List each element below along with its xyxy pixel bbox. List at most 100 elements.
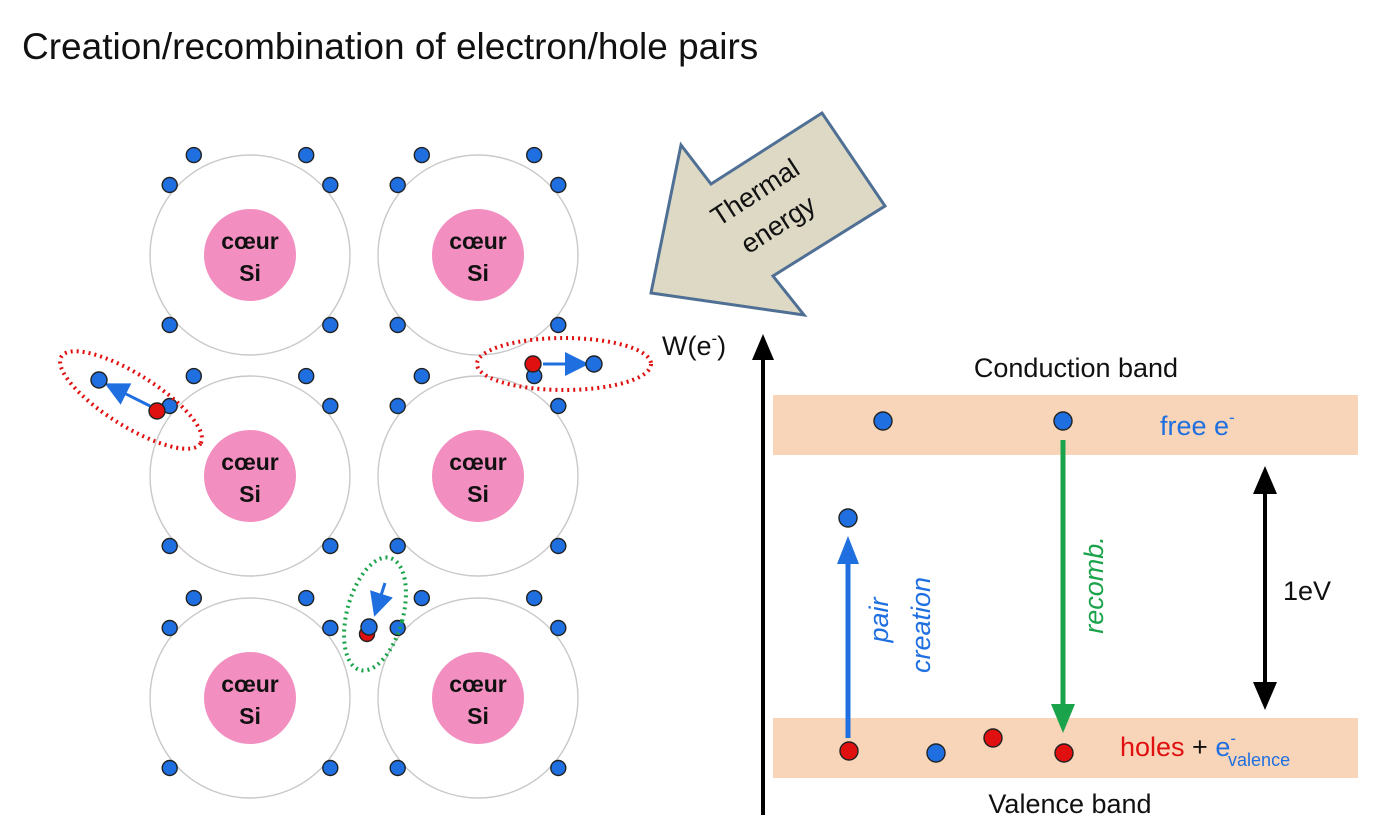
valence-electron (322, 397, 339, 415)
valence-electron (389, 537, 406, 555)
free-electron (585, 355, 603, 373)
core-label-line2: Si (467, 703, 489, 729)
conduction-electron (873, 411, 893, 431)
bond-ring (149, 597, 351, 799)
core-label-line2: Si (239, 260, 261, 286)
valence-electron (550, 537, 567, 555)
thermal-arrow-shape (649, 110, 888, 318)
core-label-line1: cœur (449, 228, 507, 254)
valence-electron (926, 743, 946, 763)
valence-electron (526, 146, 543, 164)
valence-electron (550, 397, 567, 415)
thermal-energy-arrow: Thermal energy (649, 110, 888, 318)
si-core (432, 430, 524, 522)
conduction-band-label: Conduction band (974, 353, 1178, 383)
valence-electron (322, 759, 339, 777)
pair-ellipse-red-left (58, 349, 204, 451)
free-electron-label: free e- (1160, 408, 1235, 441)
valence-electron (161, 759, 178, 777)
bond-ring (149, 154, 351, 356)
si-core (204, 430, 296, 522)
recombination-event (342, 555, 408, 673)
pair-creation-label-line2: creation (906, 577, 936, 673)
valence-electron (185, 146, 203, 164)
pair-event-right (475, 336, 653, 392)
hole (524, 355, 542, 373)
bond-ring (377, 597, 579, 799)
core-label-line2: Si (467, 481, 489, 507)
valence-electron (185, 367, 203, 385)
pair-arrow-left (104, 383, 151, 408)
si-core (432, 209, 524, 301)
recomb-ellipse-green (342, 555, 408, 673)
bond-ring (149, 375, 351, 577)
valence-electron (389, 176, 406, 194)
si-core (204, 652, 296, 744)
pair-event-left (58, 349, 204, 451)
valence-electron (550, 759, 567, 777)
si-core (432, 652, 524, 744)
valence-electron (550, 316, 567, 334)
recombination-label: recomb. (1079, 536, 1109, 634)
gap-label: 1eV (1283, 576, 1331, 606)
valence-electron (389, 759, 406, 777)
lattice-electrons (161, 146, 567, 777)
valence-electron (298, 589, 315, 607)
core-label-line2: Si (239, 703, 261, 729)
core-label-line1: cœur (449, 671, 507, 697)
valence-electron (413, 367, 430, 385)
valence-electron (161, 619, 178, 637)
holes-electrons-label: holes + e-valence (1120, 729, 1290, 770)
valence-electron (161, 316, 178, 334)
valence-hole (839, 741, 859, 761)
recombination-arrowhead (1051, 704, 1075, 733)
recomb-arrow (370, 582, 393, 617)
valence-electron (550, 176, 567, 194)
bond-ring (377, 375, 579, 577)
core-label-line2: Si (239, 481, 261, 507)
valence-electron (550, 619, 567, 637)
valence-electron (322, 537, 339, 555)
energy-axis-label: W(e-) (662, 329, 726, 361)
pair-ellipse-red-right (475, 336, 653, 392)
valence-hole (1054, 743, 1074, 763)
energy-axis-arrowhead (752, 334, 774, 360)
gap-arrowhead-top (1253, 466, 1277, 494)
core-label-line1: cœur (221, 671, 279, 697)
valence-band-label: Valence band (988, 789, 1151, 819)
hole (148, 402, 166, 420)
valence-electron (322, 619, 339, 637)
valence-electron (322, 176, 339, 194)
valence-electron (161, 537, 178, 555)
valence-electron (389, 619, 406, 637)
core-label-line1: cœur (221, 228, 279, 254)
core-label-line2: Si (467, 260, 489, 286)
valence-electron (413, 146, 430, 164)
excited-electron (838, 508, 858, 528)
lattice-bonds (149, 154, 579, 799)
valence-electron (185, 589, 203, 607)
si-core (204, 209, 296, 301)
valence-electron (161, 176, 178, 194)
valence-electron (389, 397, 406, 415)
electron (360, 618, 378, 636)
valence-electron (389, 316, 406, 334)
band-diagram: W(e-) Conduction band Valence band free … (662, 329, 1358, 819)
valence-electron (298, 367, 315, 385)
core-label-line1: cœur (221, 449, 279, 475)
valence-electron (413, 589, 430, 607)
gap-arrowhead-bottom (1253, 682, 1277, 710)
pair-creation-arrowhead (837, 536, 859, 564)
valence-electron (298, 146, 315, 164)
core-label-line1: cœur (449, 449, 507, 475)
free-electron (90, 371, 108, 389)
slide-title: Creation/recombination of electron/hole … (22, 26, 759, 67)
bond-ring (377, 154, 579, 356)
conduction-electron (1053, 411, 1073, 431)
valence-electron (322, 316, 339, 334)
pair-creation-label-line1: pair (864, 596, 894, 643)
valence-hole (983, 728, 1003, 748)
valence-electron (526, 589, 543, 607)
